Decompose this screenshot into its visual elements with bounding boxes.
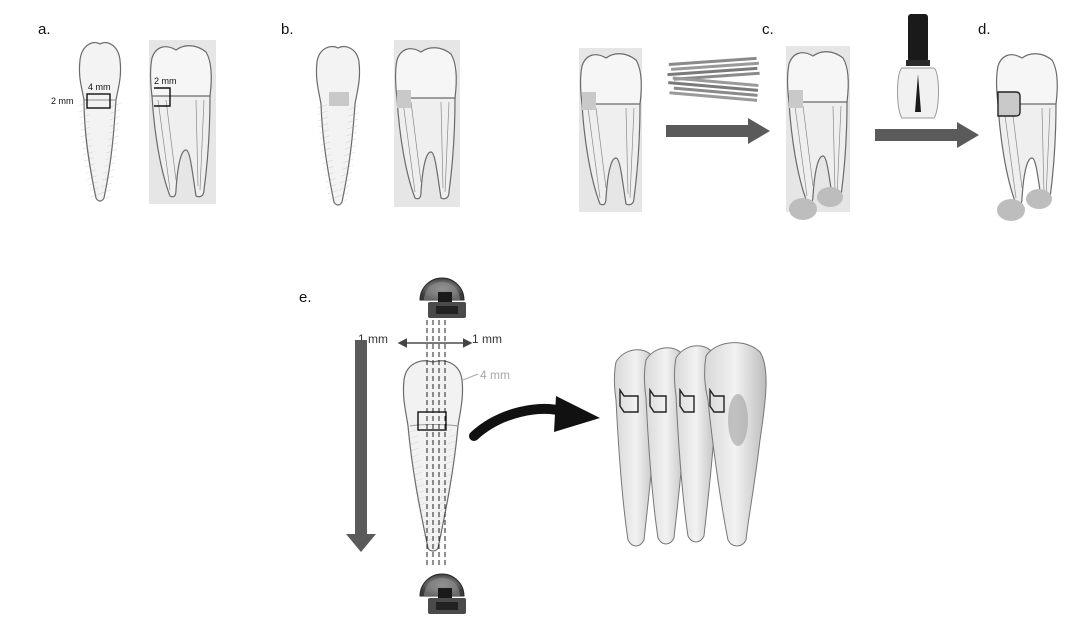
panel-b-label: b.	[281, 21, 294, 38]
root-seal-blob	[817, 187, 843, 207]
panel-a-label: a.	[38, 21, 51, 38]
cutting-direction-arrow	[346, 340, 376, 552]
panel-d-arrow	[875, 122, 979, 148]
panel-e-label: e.	[299, 289, 312, 306]
panel-b-tooth-front	[316, 47, 359, 205]
dim-width-label: 4 mm	[88, 82, 111, 92]
dim-right-label: 1 mm	[472, 332, 502, 346]
panel-e-tooth	[403, 320, 478, 566]
sticks-icon	[667, 57, 760, 102]
saw-blade-icon	[420, 574, 466, 614]
root-seal-blob	[789, 198, 817, 220]
panel-c-label: c.	[762, 21, 774, 38]
cavity-fill-front	[329, 92, 349, 106]
tooth-slices-icon	[615, 343, 767, 546]
root-seal-blob	[1026, 189, 1052, 209]
nail-polish-bottle-icon	[898, 14, 939, 118]
curved-arrow-icon	[474, 396, 600, 436]
dim-length-label: 4 mm	[480, 368, 510, 382]
root-seal-blob	[997, 199, 1025, 221]
panel-d-tooth	[997, 54, 1058, 221]
cavity-fill-side	[397, 90, 411, 108]
panel-a-tooth-front	[79, 43, 120, 201]
panel-c-arrow	[666, 118, 770, 144]
saw-blade-icon	[420, 278, 466, 318]
panel-d-label: d.	[978, 21, 991, 38]
dim-depth-label: 2 mm	[154, 76, 177, 86]
tooth-slice	[705, 343, 766, 546]
dim-height-label: 2 mm	[51, 96, 74, 106]
